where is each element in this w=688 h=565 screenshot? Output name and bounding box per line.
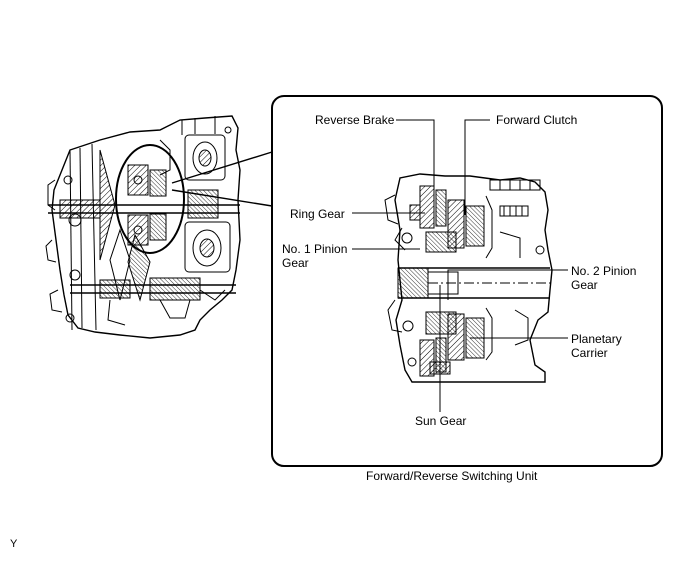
label-forward-clutch: Forward Clutch xyxy=(496,113,578,127)
zoom-connector xyxy=(171,151,273,207)
label-ring-gear: Ring Gear xyxy=(290,207,345,221)
switching-unit-section xyxy=(384,173,553,383)
leader-lines xyxy=(352,119,568,412)
label-no1-pinion-line1: No. 1 Pinion xyxy=(282,242,348,256)
diagram-caption: Forward/Reverse Switching Unit xyxy=(366,469,538,483)
label-planetary-line2: Carrier xyxy=(571,346,608,360)
label-reverse-brake: Reverse Brake xyxy=(315,113,395,127)
label-no2-pinion-line1: No. 2 Pinion xyxy=(571,264,637,278)
transaxle-overview xyxy=(45,115,241,339)
label-no1-pinion-line2: Gear xyxy=(282,256,309,270)
detail-frame xyxy=(271,95,663,467)
label-no2-pinion-line2: Gear xyxy=(571,278,598,292)
corner-code: Y xyxy=(10,538,18,550)
label-planetary-line1: Planetary xyxy=(571,332,622,346)
label-sun-gear: Sun Gear xyxy=(415,414,467,428)
